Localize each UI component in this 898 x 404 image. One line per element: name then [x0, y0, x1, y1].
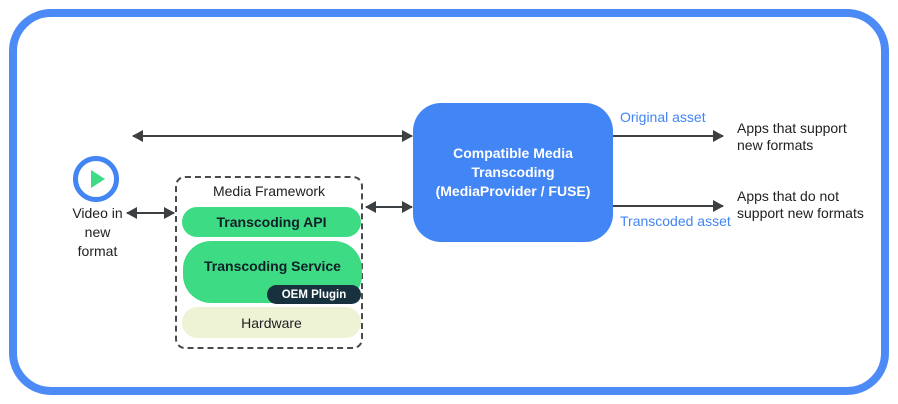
- diagram-frame: [9, 9, 889, 395]
- transcoding-api-pill: Transcoding API: [182, 207, 361, 237]
- oem-plugin-pill: OEM Plugin: [267, 285, 361, 304]
- arrow-framework-transcoder: [365, 201, 413, 213]
- video-format-label: Video in new format: [72, 205, 123, 259]
- arrow-transcoded-asset: [613, 200, 724, 212]
- arrow-original-asset: [613, 130, 724, 142]
- apps-not-support-label: Apps that do not support new formats: [737, 188, 864, 221]
- apps-support-label: Apps that support new formats: [737, 120, 847, 153]
- arrow-source-transcoder: [132, 130, 413, 142]
- play-triangle-icon: [91, 170, 105, 188]
- arrow-source-framework: [126, 207, 175, 219]
- transcoded-asset-label: Transcoded asset: [620, 213, 731, 229]
- transcoder-box: Compatible Media Transcoding (MediaProvi…: [413, 103, 613, 242]
- media-framework-box: [175, 176, 363, 349]
- media-framework-title: Media Framework: [212, 183, 326, 199]
- hardware-pill: Hardware: [182, 307, 361, 338]
- original-asset-label: Original asset: [620, 109, 706, 125]
- play-icon: [73, 156, 119, 202]
